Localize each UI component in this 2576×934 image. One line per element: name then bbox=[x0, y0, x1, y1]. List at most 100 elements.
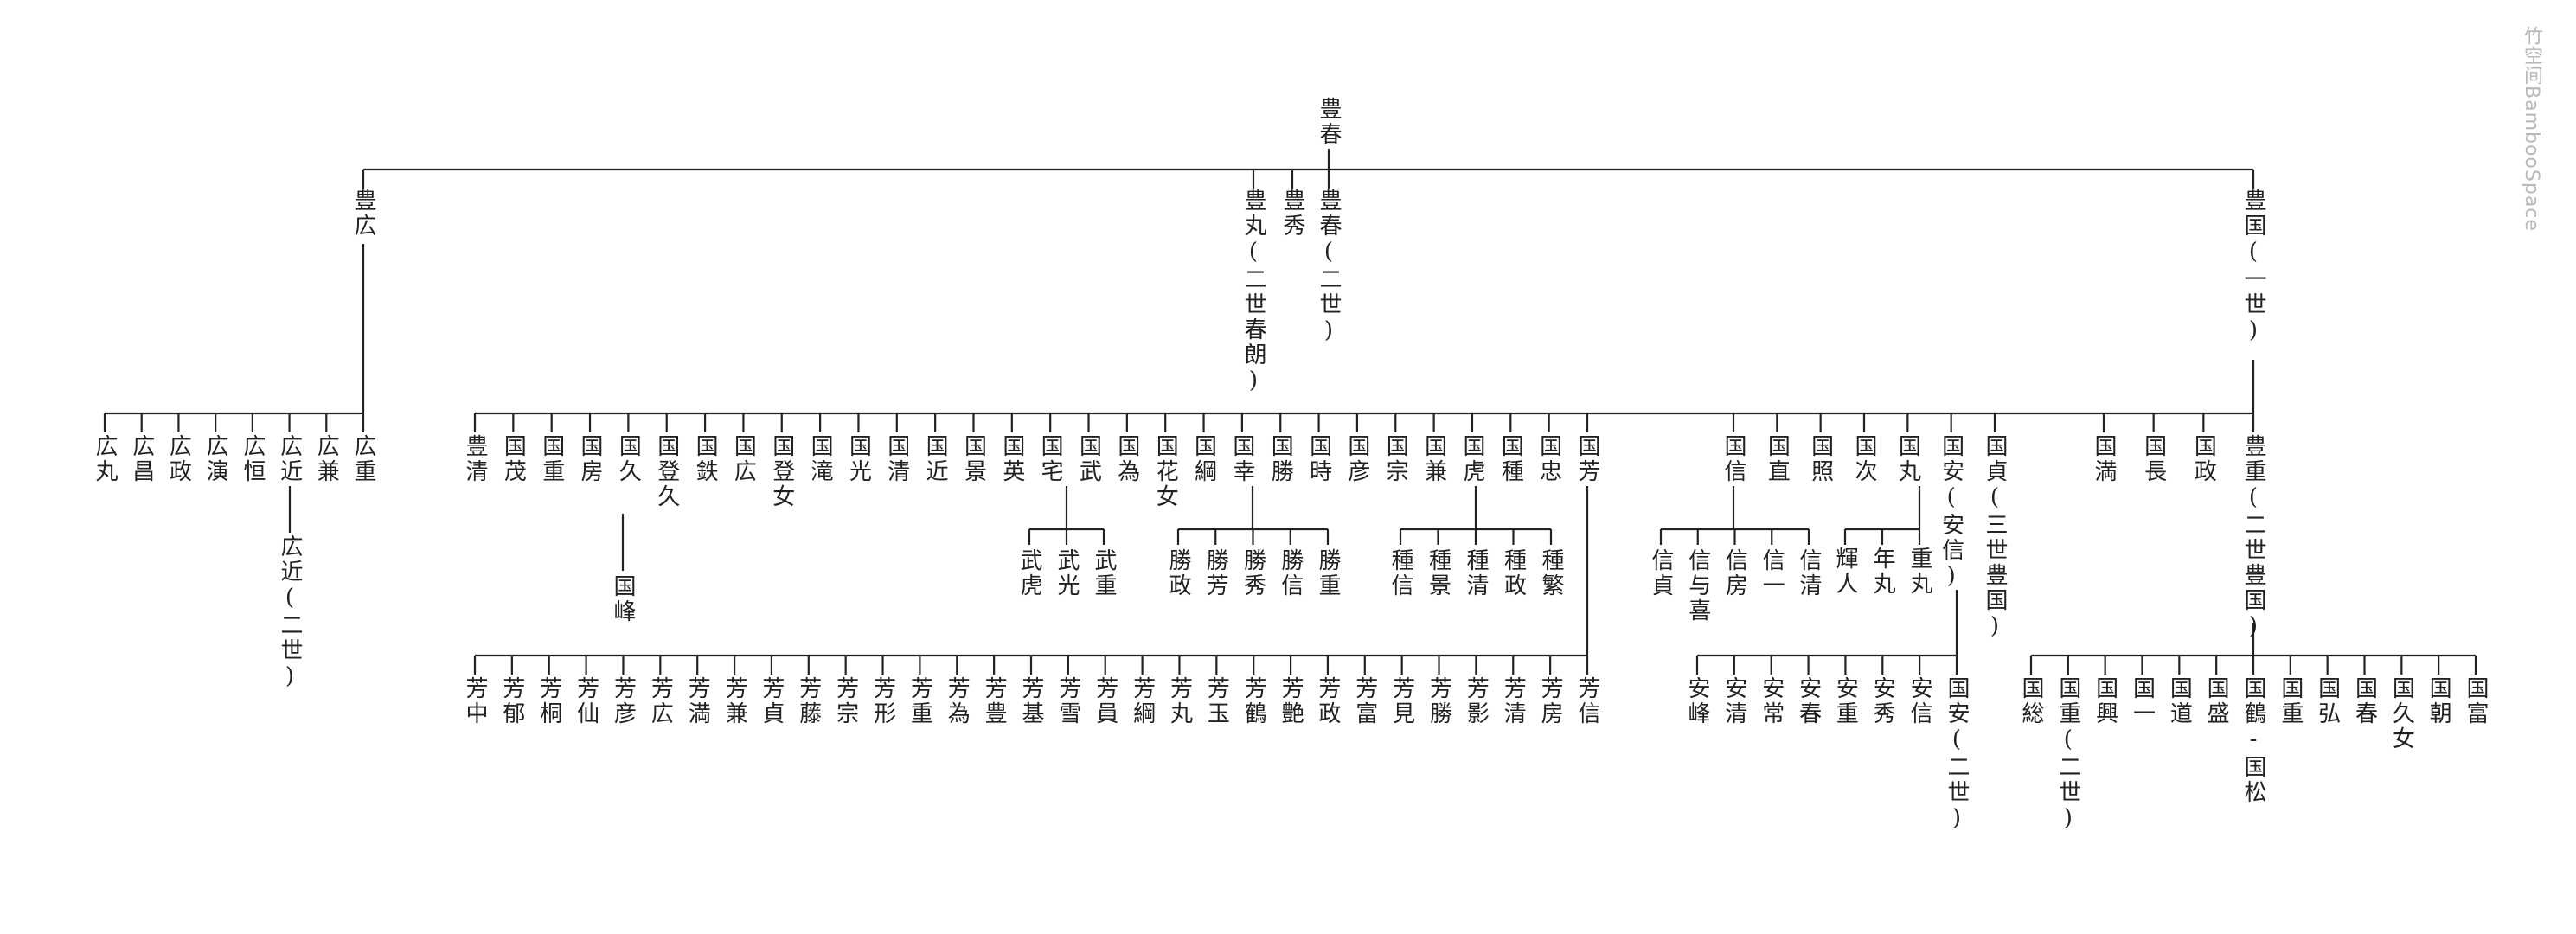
child-name: 国宗 bbox=[1382, 434, 1409, 484]
child-name: 安重 bbox=[1832, 676, 1859, 726]
child-name: 国虎 bbox=[1458, 434, 1485, 484]
child-name: 国朝 bbox=[2425, 676, 2452, 726]
child-name: 広政 bbox=[165, 434, 192, 484]
child-name: 広重 bbox=[350, 434, 376, 484]
child-name: 国重(二世) bbox=[2054, 676, 2081, 834]
child-name: 国滝 bbox=[807, 434, 834, 484]
child-name: 国登久 bbox=[653, 434, 680, 509]
child-name: 芳貞 bbox=[758, 676, 785, 726]
child-name: 芳宗 bbox=[832, 676, 859, 726]
child-name: 国道 bbox=[2166, 676, 2193, 726]
child-name: 国芳 bbox=[1574, 434, 1600, 484]
child-name: 勝信 bbox=[1277, 548, 1304, 598]
child-name: 芳重 bbox=[907, 676, 933, 726]
child-name: 国総 bbox=[2018, 676, 2044, 726]
child-name: 国兼 bbox=[1420, 434, 1447, 484]
child-name: 国登女 bbox=[768, 434, 795, 509]
child-name: 国丸 bbox=[1894, 434, 1921, 484]
child-name: 国重 bbox=[2277, 676, 2304, 726]
child-name: 国長 bbox=[2140, 434, 2167, 484]
child-name: 安春 bbox=[1795, 676, 1822, 726]
child-name: 芳見 bbox=[1388, 676, 1415, 726]
child-name: 芳信 bbox=[1574, 676, 1600, 726]
child-name: 広丸 bbox=[92, 434, 118, 484]
child-name: 国弘 bbox=[2314, 676, 2341, 726]
child-name: 国鉄 bbox=[692, 434, 719, 484]
child-name: 国満 bbox=[2091, 434, 2117, 484]
child-name: 芳勝 bbox=[1426, 676, 1452, 726]
child-name: 豊丸(二世春朗) bbox=[1240, 189, 1266, 396]
child-name: 重丸 bbox=[1906, 547, 1932, 597]
child-name: 武虎 bbox=[1016, 548, 1042, 598]
child-name: 芳鶴 bbox=[1240, 676, 1267, 726]
child-name: 輝人 bbox=[1832, 547, 1858, 597]
child-name: 芳玉 bbox=[1203, 676, 1230, 726]
child-name: 国信 bbox=[1721, 434, 1746, 484]
child-name: 国鶴-国松 bbox=[2240, 676, 2266, 805]
child-name: 芳桐 bbox=[535, 676, 562, 726]
child-name: 信清 bbox=[1796, 548, 1822, 598]
child-name: 国英 bbox=[998, 434, 1025, 484]
child-name: 信房 bbox=[1721, 548, 1748, 598]
child-name: 芳基 bbox=[1018, 676, 1044, 726]
child-name: 芳兼 bbox=[721, 676, 748, 726]
child-name: 国興 bbox=[2092, 676, 2118, 726]
child-name: 広兼 bbox=[313, 434, 340, 484]
child-name: 国久 bbox=[615, 434, 642, 484]
child-name: 芳丸 bbox=[1166, 676, 1193, 726]
child-name: 広演 bbox=[202, 434, 229, 484]
child-name: 国光 bbox=[845, 434, 872, 484]
child-name: 勝芳 bbox=[1202, 548, 1229, 598]
child-name: 国春 bbox=[2351, 676, 2378, 726]
child-name: 安常 bbox=[1758, 676, 1785, 726]
child-name: 安秀 bbox=[1869, 676, 1896, 726]
child-name: 国峰 bbox=[610, 574, 636, 624]
child-name: 国忠 bbox=[1535, 434, 1562, 484]
child-name: 豊重(二世豊国) bbox=[2240, 434, 2266, 642]
child-name: 芳雪 bbox=[1054, 676, 1081, 726]
child-name: 国房 bbox=[577, 434, 604, 484]
child-name: 国種 bbox=[1497, 434, 1524, 484]
child-name: 国富 bbox=[2463, 676, 2489, 726]
child-name: 安清 bbox=[1721, 676, 1747, 726]
child-name: 信与喜 bbox=[1684, 548, 1711, 624]
child-name: 芳形 bbox=[869, 676, 896, 726]
child-name: 広近 bbox=[276, 434, 303, 484]
child-name: 芳富 bbox=[1351, 676, 1378, 726]
child-name: 武光 bbox=[1054, 548, 1080, 598]
grandchild-name: 広近(二世) bbox=[277, 534, 303, 692]
child-name: 国近 bbox=[922, 434, 949, 484]
child-name: 武重 bbox=[1091, 548, 1117, 598]
child-name: 国花女 bbox=[1152, 434, 1179, 509]
child-name: 国重 bbox=[538, 434, 565, 484]
child-name: 豊清 bbox=[462, 434, 488, 484]
child-name: 国武 bbox=[1075, 434, 1102, 484]
root-name: 豊春 bbox=[1316, 97, 1342, 147]
child-name: 国安(二世) bbox=[1944, 676, 1970, 834]
child-name: 豊春(二世) bbox=[1316, 189, 1342, 346]
child-name: 国景 bbox=[960, 434, 987, 484]
child-name: 芳綱 bbox=[1129, 676, 1156, 726]
child-name: 国清 bbox=[883, 434, 910, 484]
child-name: 国勝 bbox=[1267, 434, 1294, 484]
child-name: 芳彦 bbox=[610, 676, 637, 726]
child-name: 芳中 bbox=[462, 676, 488, 726]
child-name: 国貞(三世豊国) bbox=[1982, 434, 2008, 642]
child-name: 芳艶 bbox=[1278, 676, 1304, 726]
child-name: 国幸 bbox=[1228, 434, 1255, 484]
child-name: 芳満 bbox=[684, 676, 711, 726]
child-name: 種信 bbox=[1387, 548, 1413, 598]
child-name: 国照 bbox=[1807, 434, 1834, 484]
child-name: 勝重 bbox=[1315, 548, 1341, 598]
child-name: 芳郁 bbox=[498, 676, 525, 726]
child-name: 国一 bbox=[2129, 676, 2156, 726]
child-name: 信貞 bbox=[1648, 548, 1674, 598]
child-name: 国次 bbox=[1851, 434, 1877, 484]
child-name: 芳清 bbox=[1500, 676, 1527, 726]
child-name: 国久女 bbox=[2388, 676, 2415, 752]
child-name: 安峰 bbox=[1684, 676, 1710, 726]
child-name: 芳藤 bbox=[795, 676, 822, 726]
child-name: 芳為 bbox=[944, 676, 971, 726]
